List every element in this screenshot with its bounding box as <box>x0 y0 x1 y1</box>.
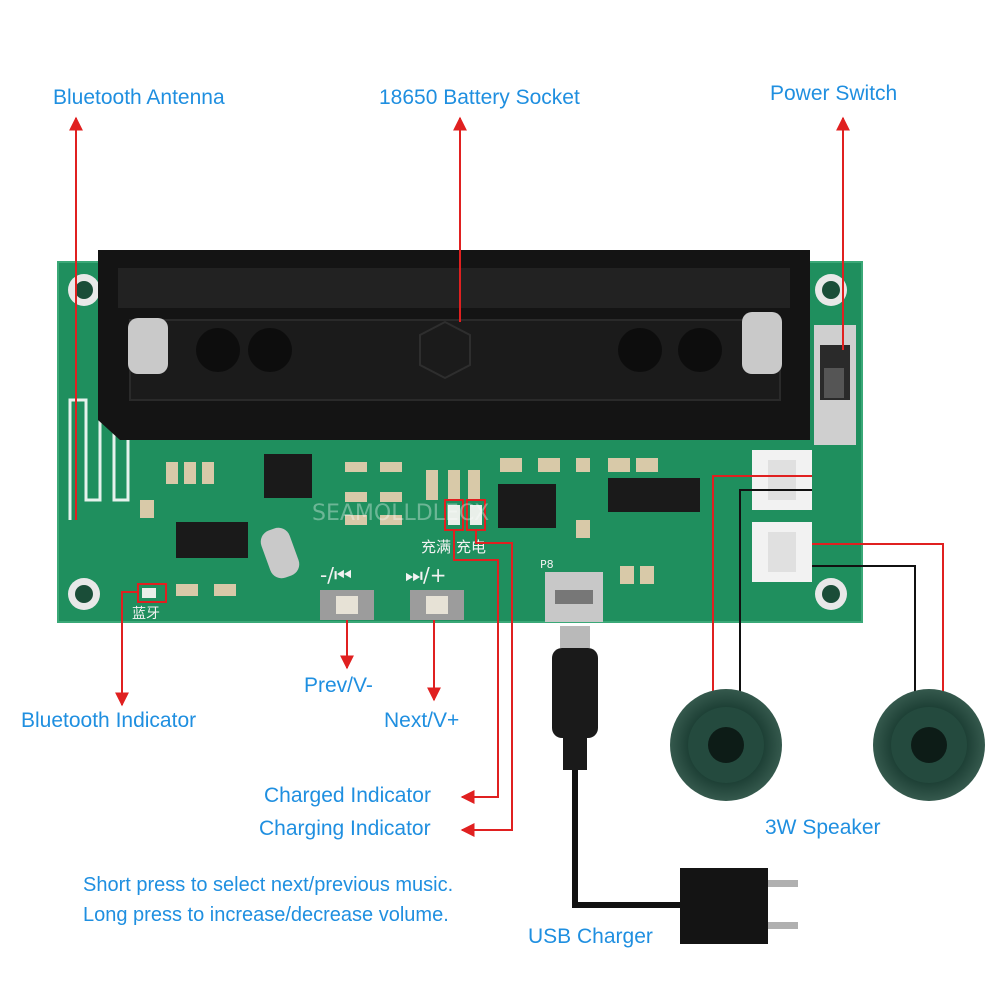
usb-cable <box>552 626 680 908</box>
ic-u2 <box>498 484 556 528</box>
label-charged-indicator: Charged Indicator <box>264 784 431 807</box>
mounting-hole <box>815 578 847 610</box>
silk-charged-label: 充满 <box>421 538 451 556</box>
label-bluetooth-indicator: Bluetooth Indicator <box>21 709 197 732</box>
smd-components <box>140 458 658 596</box>
mounting-hole <box>815 274 847 306</box>
silk-bluetooth-label: 蓝牙 <box>132 606 160 622</box>
usage-note-line-1: Short press to select next/previous musi… <box>83 874 454 896</box>
usage-note-line-2: Long press to increase/decrease volume. <box>83 904 449 926</box>
charged-led <box>448 505 460 525</box>
silk-next-label: ⏭/+ <box>405 563 447 587</box>
usb-charger-plug <box>680 868 798 944</box>
main-chip <box>176 522 248 558</box>
power-switch <box>814 325 856 445</box>
label-bluetooth-antenna: Bluetooth Antenna <box>53 86 225 109</box>
silk-p8-label: P8 <box>540 558 554 571</box>
mounting-hole <box>68 578 100 610</box>
speaker-connectors <box>752 450 812 582</box>
speaker-wires <box>712 475 944 700</box>
silk-prev-label: -/⏮ <box>320 563 352 587</box>
ic-u3 <box>264 454 312 498</box>
label-power-switch: Power Switch <box>770 82 898 105</box>
crystal <box>260 527 300 579</box>
speaker-left <box>670 689 782 801</box>
usage-note: Short press to select next/previous musi… <box>83 870 453 930</box>
battery-holder <box>98 250 810 440</box>
label-charging-indicator: Charging Indicator <box>259 817 431 840</box>
micro-usb-port <box>545 572 603 622</box>
antenna-trace <box>68 398 130 520</box>
label-speaker: 3W Speaker <box>765 816 881 839</box>
ic-u1 <box>608 478 700 512</box>
prev-button <box>320 590 374 620</box>
next-button <box>410 590 464 620</box>
bluetooth-led <box>142 588 156 598</box>
label-prev: Prev/V- <box>304 674 373 697</box>
charging-led <box>470 505 482 525</box>
mounting-hole <box>68 274 100 306</box>
label-next: Next/V+ <box>384 709 460 732</box>
callout-arrows <box>69 116 850 837</box>
speaker-right <box>873 689 985 801</box>
label-battery-socket: 18650 Battery Socket <box>379 86 580 109</box>
watermark: SEAMOLLDLECX <box>312 501 489 526</box>
silk-charging-label: 充电 <box>456 538 486 556</box>
label-usb-charger: USB Charger <box>528 925 653 948</box>
